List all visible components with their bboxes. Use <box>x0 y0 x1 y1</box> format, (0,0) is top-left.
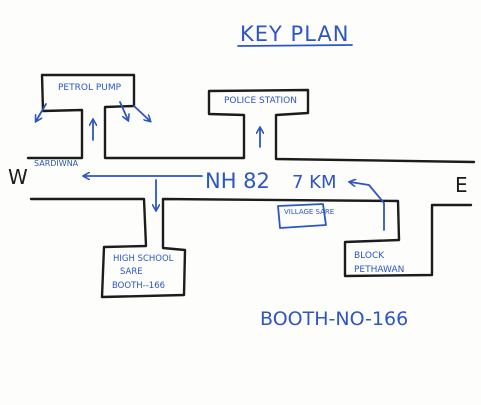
title-underline <box>237 44 353 47</box>
arrow-icon <box>133 105 150 121</box>
booth-number-label: BOOTH-NO-166 <box>260 308 408 330</box>
highway-north-edge <box>26 73 476 164</box>
east-label: E <box>455 173 468 197</box>
block-line-1: BLOCK <box>354 251 385 261</box>
highway-name: NH 82 <box>205 169 270 193</box>
page-title: KEY PLAN <box>240 22 349 46</box>
village-box <box>277 203 327 229</box>
block-line-2: PETHAWAN <box>354 265 404 275</box>
west-label: W <box>8 165 28 189</box>
arrow-icon <box>350 182 385 231</box>
petrol-pump-label: PETROL PUMP <box>58 83 122 93</box>
high-school-line-3: BOOTH--166 <box>112 281 165 291</box>
police-station-label: POLICE STATION <box>224 96 297 106</box>
arrow-icon <box>36 103 47 121</box>
arrow-icon <box>119 101 128 120</box>
highway-distance: 7 KM <box>292 172 337 193</box>
high-school-line-2: SARE <box>120 267 143 277</box>
high-school-line-1: HIGH SCHOOL <box>113 254 174 264</box>
sardiwna-label: SARDIWNA <box>34 159 79 168</box>
highway-south-edge <box>29 197 473 299</box>
village-label: VILLAGE SARE <box>284 208 334 216</box>
